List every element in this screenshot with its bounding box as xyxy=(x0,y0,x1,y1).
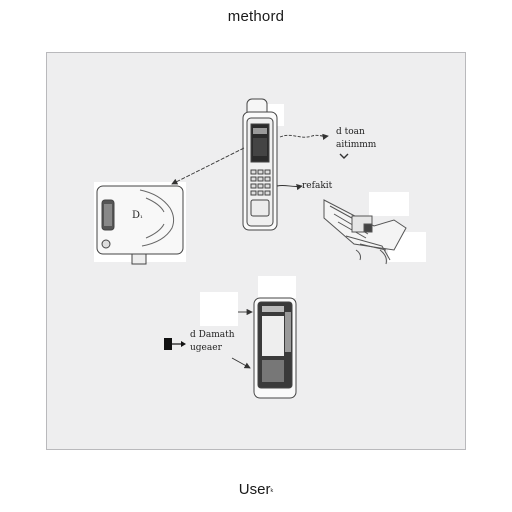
arrow-icon xyxy=(164,338,186,350)
label-phone-top-right-2: aitimmm xyxy=(336,140,377,150)
label-phone-bottom-left-2: ugeaer xyxy=(190,343,222,353)
footer-mark: ᵏ xyxy=(270,487,274,496)
label-reader: D₁ xyxy=(132,210,143,222)
mobile-phone-icon xyxy=(242,98,278,231)
vehicle-icon xyxy=(323,199,407,265)
mobile-phone-icon xyxy=(253,297,297,399)
label-phone-bottom-left-1: d Damath xyxy=(190,330,235,340)
diagram-footer: Userᵏ xyxy=(0,481,512,498)
blank-box xyxy=(369,192,409,216)
label-phone-mid-right: refakit xyxy=(302,181,333,191)
arrow-icon xyxy=(171,133,349,369)
card-reader-icon xyxy=(96,185,184,265)
blank-box xyxy=(200,292,238,326)
footer-text: User xyxy=(238,481,271,498)
diagram-title: methord xyxy=(227,8,285,25)
label-reader-text: D xyxy=(132,210,141,221)
blank-box xyxy=(258,276,296,298)
label-reader-subscript: ₁ xyxy=(140,212,143,220)
label-phone-top-right-1: d toan xyxy=(336,127,365,137)
